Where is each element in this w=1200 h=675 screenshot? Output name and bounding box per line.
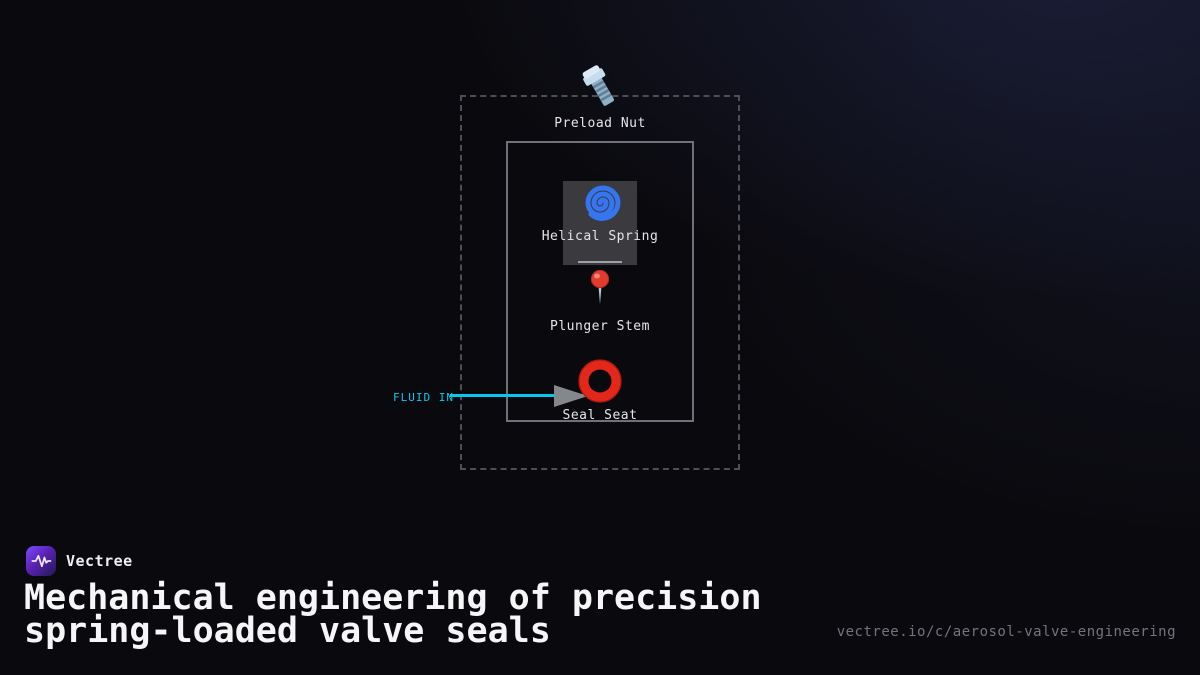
seal-seat-label: Seal Seat [562,408,638,423]
helical-spring-label: Helical Spring [541,229,659,244]
fluid-flow-line [450,394,598,397]
page-title-line2: spring-loaded valve seals [24,611,551,651]
arrowhead-icon [554,385,588,407]
vectree-logo [26,546,56,576]
fluid-in-label: FLUID IN [393,391,454,404]
preload-nut-label: Preload Nut [554,116,646,131]
spring-seat-ledge [578,261,622,263]
bolt-icon [577,62,623,112]
page-title: Mechanical engineering of precision spri… [24,578,844,651]
brand-name: Vectree [66,552,133,570]
valve-body-outline [506,141,694,422]
spiral-icon [577,181,623,227]
page-title-line1: Mechanical engineering of precision [24,578,762,618]
waveform-logo-icon [28,548,54,574]
ring-icon [575,356,625,406]
card-url: vectree.io/c/aerosol-valve-engineering [836,624,1176,640]
plunger-stem-label: Plunger Stem [550,319,650,334]
pushpin-icon [588,269,612,307]
